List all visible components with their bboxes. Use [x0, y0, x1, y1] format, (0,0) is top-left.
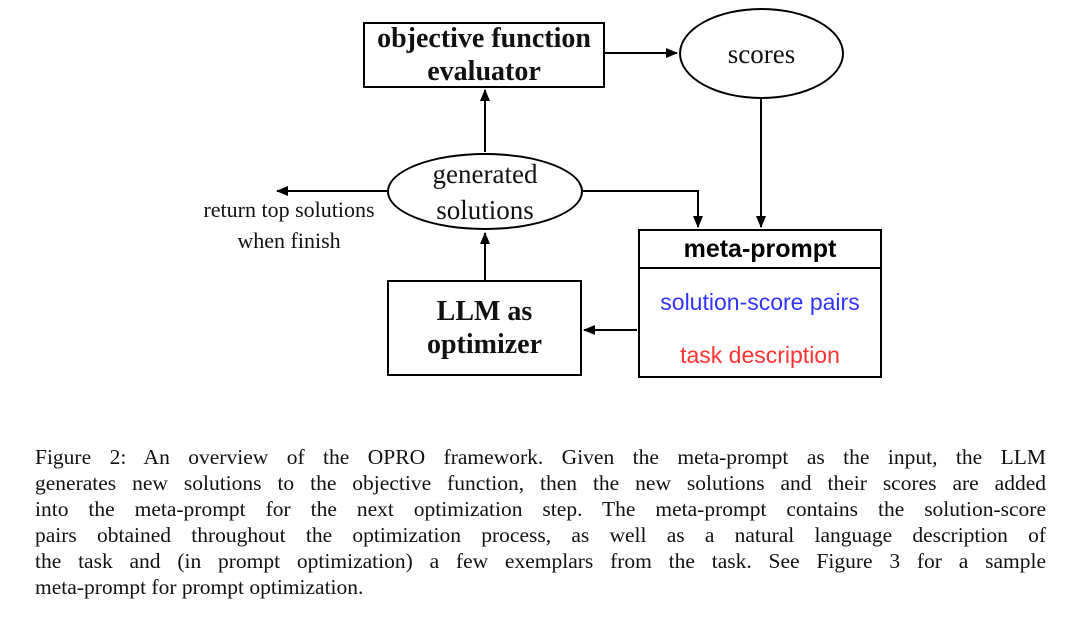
caption-line: the task and (in prompt optimization) a …: [35, 549, 1046, 573]
objective-function-evaluator-box: objective function evaluator: [363, 22, 605, 88]
opro-framework-diagram: objective function evaluator scores gene…: [178, 8, 882, 378]
llm-label-line2: optimizer: [426, 329, 543, 360]
caption-line: pairs obtained throughout the optimizati…: [35, 523, 1046, 547]
diagram-arrows: [276, 48, 766, 335]
scores-ellipse: scores: [679, 8, 844, 99]
llm-label-line1: LLM as: [436, 296, 533, 327]
generated-label-line1: generated: [432, 158, 538, 189]
generated-solutions-ellipse: generated solutions: [387, 153, 583, 230]
meta-prompt-box: meta-prompt solution-score pairs task de…: [638, 229, 882, 378]
return-top-solutions-label: return top solutions when finish: [178, 194, 400, 256]
scores-label: scores: [727, 38, 796, 69]
meta-prompt-title: meta-prompt: [640, 231, 880, 269]
arrow-generated-to-metaprompt: [583, 190, 703, 228]
caption-line: generates new solutions to the objective…: [35, 471, 1046, 495]
generated-label-line2: solutions: [436, 194, 534, 225]
evaluator-label-line1: objective function: [377, 23, 591, 54]
llm-as-optimizer-box: LLM as optimizer: [387, 280, 582, 376]
solution-score-pairs-label: solution-score pairs: [660, 289, 860, 315]
task-description-label: task description: [680, 342, 840, 368]
figure-caption: Figure 2: An overview of the OPRO framew…: [35, 444, 1046, 600]
evaluator-label-line2: evaluator: [427, 56, 541, 87]
caption-line: Figure 2: An overview of the OPRO framew…: [35, 445, 1046, 469]
caption-line: meta-prompt for prompt optimization.: [35, 575, 364, 599]
return-label-line2: when finish: [237, 228, 341, 253]
meta-prompt-body: solution-score pairs task description: [640, 269, 880, 369]
caption-line: into the meta-prompt for the next optimi…: [35, 497, 1046, 521]
return-label-line1: return top solutions: [203, 197, 375, 222]
